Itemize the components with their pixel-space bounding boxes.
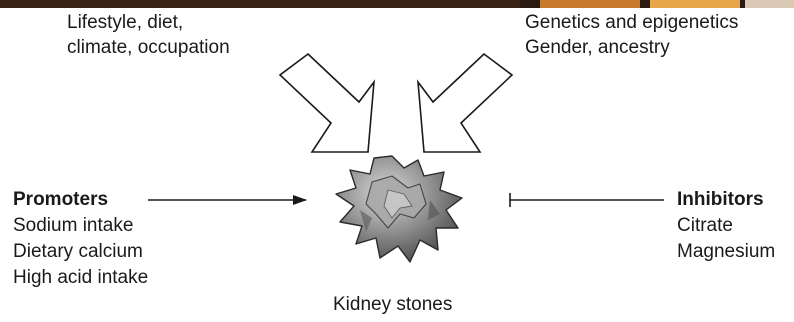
promoter-item: Dietary calcium (13, 239, 148, 265)
lifestyle-line-1: Lifestyle, diet, (67, 10, 230, 35)
genetics-factors-label: Genetics and epigenetics Gender, ancestr… (525, 10, 738, 60)
lifestyle-line-2: climate, occupation (67, 35, 230, 60)
inhibitor-item: Magnesium (677, 239, 775, 265)
promoters-block: Promoters Sodium intake Dietary calcium … (13, 187, 148, 291)
kidney-stone-icon (336, 156, 462, 262)
genetics-line-2: Gender, ancestry (525, 35, 738, 60)
genetics-line-1: Genetics and epigenetics (525, 10, 738, 35)
promoter-item: High acid intake (13, 265, 148, 291)
inhibitors-heading: Inhibitors (677, 187, 775, 213)
left-block-arrow (280, 54, 374, 152)
kidney-stones-label: Kidney stones (333, 292, 452, 317)
promoters-heading: Promoters (13, 187, 148, 213)
lifestyle-factors-label: Lifestyle, diet, climate, occupation (67, 10, 230, 60)
inhibitors-block: Inhibitors Citrate Magnesium (677, 187, 775, 265)
right-block-arrow (418, 54, 512, 152)
promoter-item: Sodium intake (13, 213, 148, 239)
inhibitor-item: Citrate (677, 213, 775, 239)
